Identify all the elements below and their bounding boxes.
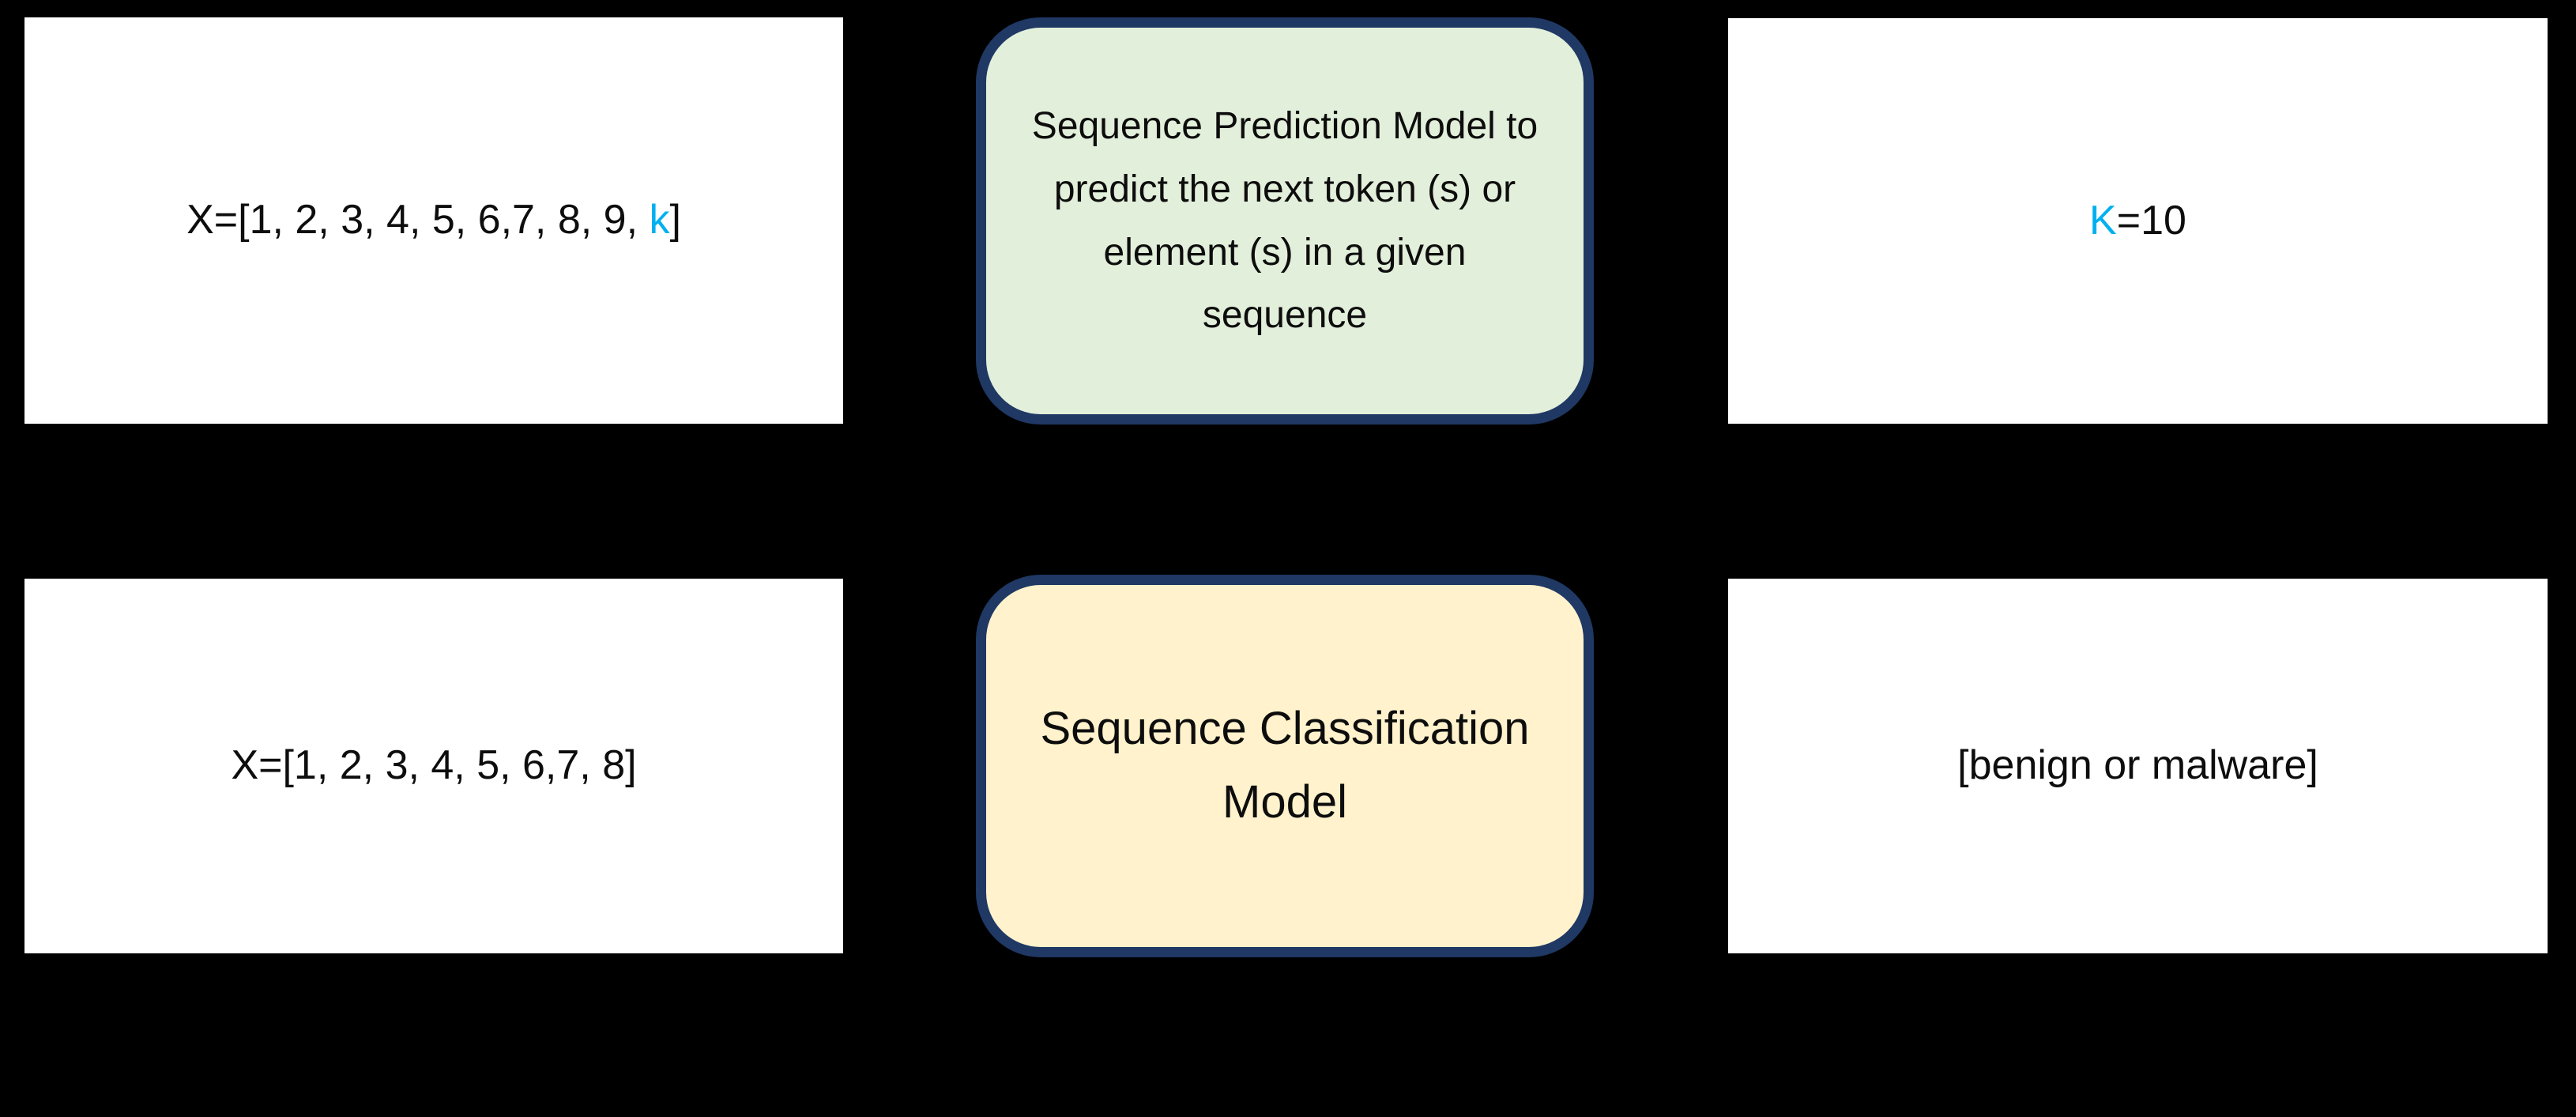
prediction-input-variable: k [649,197,670,243]
prediction-output-suffix: =10 [2116,197,2186,243]
sequence-classification-model-box: Sequence Classification Model [976,575,1594,957]
prediction-input-box: X=[1, 2, 3, 4, 5, 6,7, 8, 9, k] [24,17,843,424]
sequence-prediction-model-box: Sequence Prediction Model to predict the… [976,17,1594,425]
classification-input-box: X=[1, 2, 3, 4, 5, 6,7, 8] [24,579,843,953]
prediction-output-text: K=10 [2089,194,2186,248]
classification-output-box: [benign or malware] [1728,579,2548,953]
prediction-input-text: X=[1, 2, 3, 4, 5, 6,7, 8, 9, k] [186,194,681,247]
prediction-output-variable: K [2089,197,2117,243]
prediction-output-box: K=10 [1728,18,2548,424]
sequence-classification-model-label: Sequence Classification Model [1040,703,1530,828]
prediction-input-prefix: X=[1, 2, 3, 4, 5, 6,7, 8, 9, [186,197,650,243]
prediction-input-suffix: ] [669,197,681,243]
sequence-prediction-model-label: Sequence Prediction Model to predict the… [1031,105,1538,337]
classification-input-text: X=[1, 2, 3, 4, 5, 6,7, 8] [231,742,637,789]
classification-output-text: [benign or malware] [1957,742,2318,789]
